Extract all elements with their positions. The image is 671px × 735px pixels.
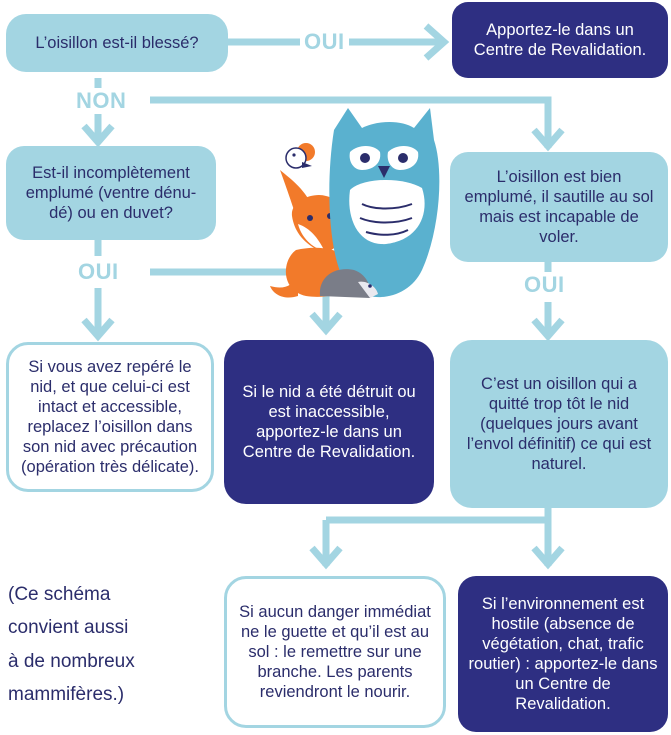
answer-fledgling-text: C’est un oisillon qui a quitté trop tôt … xyxy=(466,374,652,474)
answer-replace-nest: Si vous avez repéré le nid, et que celui… xyxy=(6,342,214,492)
answer-center-1: Apportez-le dans un Centre de Revalidati… xyxy=(452,2,668,78)
question-injured: L’oisillon est-il blessé? xyxy=(6,14,228,72)
footnote-line: (Ce schéma xyxy=(8,584,111,605)
answer-hostile: Si l’environnement est hostile (absence … xyxy=(458,576,668,732)
answer-fledgling: C’est un oisillon qui a quitté trop tôt … xyxy=(450,340,668,508)
answer-branch-text: Si aucun danger immédiat ne le guette et… xyxy=(239,602,431,702)
arrow-hopping xyxy=(531,262,565,342)
question-feathers-text: Est-il incomplètement emplumé (ventre dé… xyxy=(25,163,197,223)
line-fledgling xyxy=(322,508,552,566)
bird-icon xyxy=(285,143,315,169)
answer-replace-nest-text: Si vous avez repéré le nid, et que celui… xyxy=(21,357,199,477)
footnote-line: à de nombreux xyxy=(8,650,135,672)
footnote-line: mammifères.) xyxy=(8,684,125,706)
arrowhead-hostile xyxy=(531,545,565,570)
footnote-line: convient aussi xyxy=(8,617,129,639)
no-label: NON xyxy=(72,88,131,114)
question-hopping-text: L’oisillon est bien emplumé, il sautille… xyxy=(464,167,654,247)
animals-illustration xyxy=(270,108,440,298)
question-hopping: L’oisillon est bien emplumé, il sautille… xyxy=(450,152,668,262)
arrowhead-no-right xyxy=(531,127,565,152)
answer-nest-destroyed-text: Si le nid a été détruit ou est inaccessi… xyxy=(242,382,416,462)
owl-icon xyxy=(329,108,440,298)
answer-hostile-text: Si l’environnement est hostile (absence … xyxy=(468,594,658,714)
yes-label-hopping: OUI xyxy=(520,272,569,298)
question-injured-text: L’oisillon est-il blessé? xyxy=(35,33,199,52)
arrowhead-no-left xyxy=(81,112,115,148)
arrowhead-feathers-right xyxy=(309,311,343,336)
answer-branch: Si aucun danger immédiat ne le guette et… xyxy=(224,576,446,728)
answer-nest-destroyed: Si le nid a été détruit ou est inaccessi… xyxy=(224,340,434,504)
question-feathers: Est-il incomplètement emplumé (ventre dé… xyxy=(6,146,216,240)
yes-label-feathers: OUI xyxy=(74,259,123,285)
footnote: (Ce schéma convient aussi à de nombreux … xyxy=(8,578,178,712)
arrow-feathers-left xyxy=(81,288,115,342)
yes-label-injured: OUI xyxy=(300,29,349,55)
answer-center-1-text: Apportez-le dans un Centre de Revalidati… xyxy=(473,20,647,59)
arrowhead-branch xyxy=(309,545,343,570)
hedgehog-icon xyxy=(319,269,378,298)
